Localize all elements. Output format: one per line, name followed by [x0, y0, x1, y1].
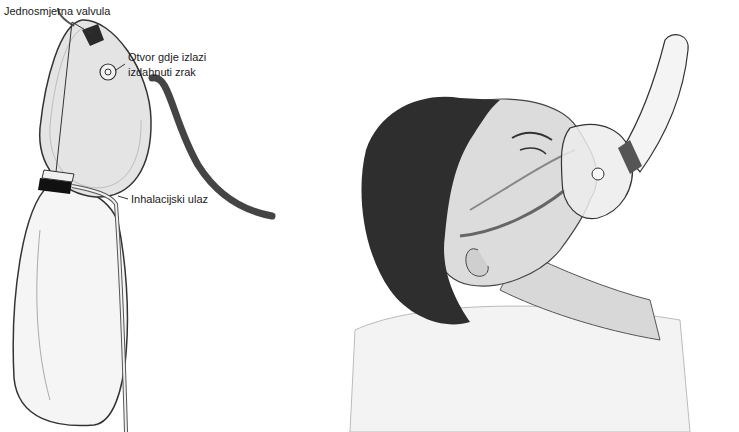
face-mask: [561, 125, 632, 219]
inhalation-tube: [72, 186, 126, 432]
bag-fold: [37, 230, 50, 400]
patient-drawing: [350, 35, 690, 432]
lower-valve: [42, 170, 74, 182]
mask-rim: [50, 28, 141, 188]
eyebrow: [512, 133, 552, 140]
upper-valve: [82, 24, 104, 46]
face-mask: [40, 20, 151, 197]
leader-line: [118, 196, 128, 199]
mask-drawing: [13, 8, 272, 432]
leader-lines: [56, 22, 128, 199]
inhalation-tube-core: [72, 186, 126, 432]
hair: [361, 97, 500, 325]
part-label: Inhalacijski ulaz: [131, 192, 271, 207]
strap: [460, 190, 565, 236]
exhalation-port: [100, 64, 116, 80]
exhalation-port: [592, 168, 604, 180]
eye: [520, 148, 546, 154]
strap: [470, 150, 575, 210]
leader-line: [116, 64, 125, 70]
exhalation-port-center: [105, 69, 111, 75]
ear: [466, 249, 488, 276]
part-label: Jednosmjerna valvula: [4, 4, 144, 19]
reservoir-bag: [13, 186, 127, 426]
part-label: Otvor gdje izlazi izdahnuti zrak: [128, 50, 238, 80]
leader-line: [56, 22, 72, 172]
bag-connector: [618, 140, 642, 174]
leader-line: [72, 22, 92, 34]
